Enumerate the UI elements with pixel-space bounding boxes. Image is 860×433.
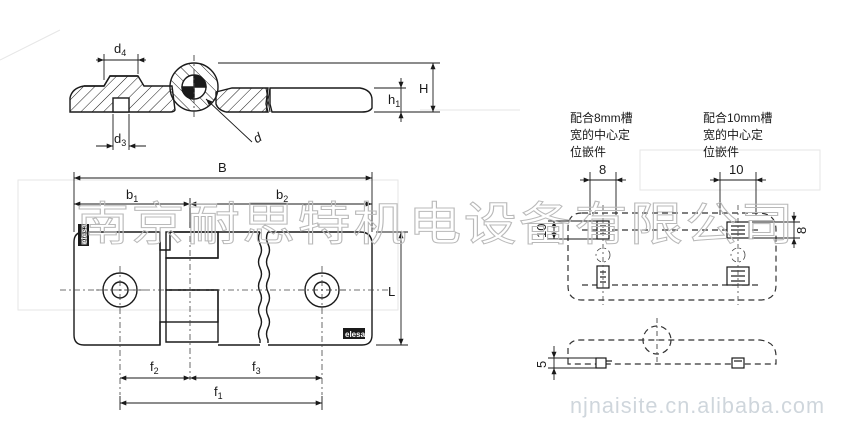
- watermark-site: njnaisite.cn.alibaba.com: [570, 393, 825, 418]
- watermark-company: 南京耐思特机电设备有限公司: [76, 197, 796, 251]
- dim-slot10-width: 10: [729, 162, 743, 177]
- dim-B: B: [218, 160, 227, 175]
- dim-side-height: 5: [534, 361, 549, 368]
- plan-knuckle-2: [165, 289, 219, 323]
- insert-side-dimensions: [548, 318, 658, 380]
- dim-d4: d4: [114, 41, 126, 58]
- insert-8mm: [596, 220, 610, 289]
- insert-outline: [567, 212, 777, 301]
- dim-L: L: [388, 284, 395, 299]
- svg-text:elesa: elesa: [345, 330, 366, 339]
- dim-b2: b2: [276, 187, 288, 204]
- pin-quadrant-b: [181, 86, 195, 100]
- insert-centerlines: [595, 205, 746, 305]
- plan-break-left: [257, 231, 263, 343]
- background-ghost-lines: [0, 29, 821, 311]
- dim-slot10-height: 8: [794, 227, 809, 234]
- dim-slot8-width: 8: [599, 162, 606, 177]
- plan-centerlines: [60, 222, 390, 395]
- insert-dimensions: [548, 172, 800, 248]
- plan-break-right: [265, 231, 271, 343]
- section-hole: [112, 97, 130, 113]
- plan-dimensions: [73, 172, 408, 410]
- pin-quadrant-a: [193, 74, 207, 88]
- dim-d3: d3: [114, 131, 126, 148]
- dim-f1: f1: [214, 384, 223, 401]
- note-slot10: 配合10mm槽 宽的中心定 位嵌件: [703, 110, 772, 159]
- dim-d: d: [251, 129, 265, 146]
- plan-hole-right-outer: [304, 272, 340, 308]
- svg-text:宽的中心定: 宽的中心定: [570, 127, 630, 142]
- section-leaf-tail: [269, 87, 373, 113]
- insert-side-pegs: [595, 357, 745, 369]
- svg-text:位嵌件: 位嵌件: [703, 144, 739, 159]
- dim-f2: f2: [150, 359, 159, 376]
- insert-plan-view: [567, 212, 777, 301]
- note-slot8: 配合8mm槽 宽的中心定 位嵌件: [570, 110, 633, 159]
- dim-H: H: [419, 81, 428, 96]
- section-body-top: [84, 75, 138, 87]
- section-body-right: [215, 87, 269, 113]
- svg-text:位嵌件: 位嵌件: [570, 144, 606, 159]
- plan-knuckle-1: [165, 231, 219, 259]
- dim-f3: f3: [252, 359, 261, 376]
- dim-b1: b1: [126, 187, 138, 204]
- svg-text:配合8mm槽: 配合8mm槽: [570, 110, 633, 125]
- dim-h1: h1: [388, 92, 400, 109]
- logo-left: elesa: [78, 223, 89, 246]
- dim-slot8-height: 10: [534, 224, 549, 238]
- section-view: [69, 62, 373, 113]
- svg-text:宽的中心定: 宽的中心定: [703, 127, 763, 142]
- plan-leaf-right: [268, 231, 373, 346]
- section-dimensions: [96, 54, 440, 150]
- logo-right: elesa: [343, 328, 366, 339]
- svg-text:elesa: elesa: [80, 223, 89, 244]
- svg-text:配合10mm槽: 配合10mm槽: [703, 110, 772, 125]
